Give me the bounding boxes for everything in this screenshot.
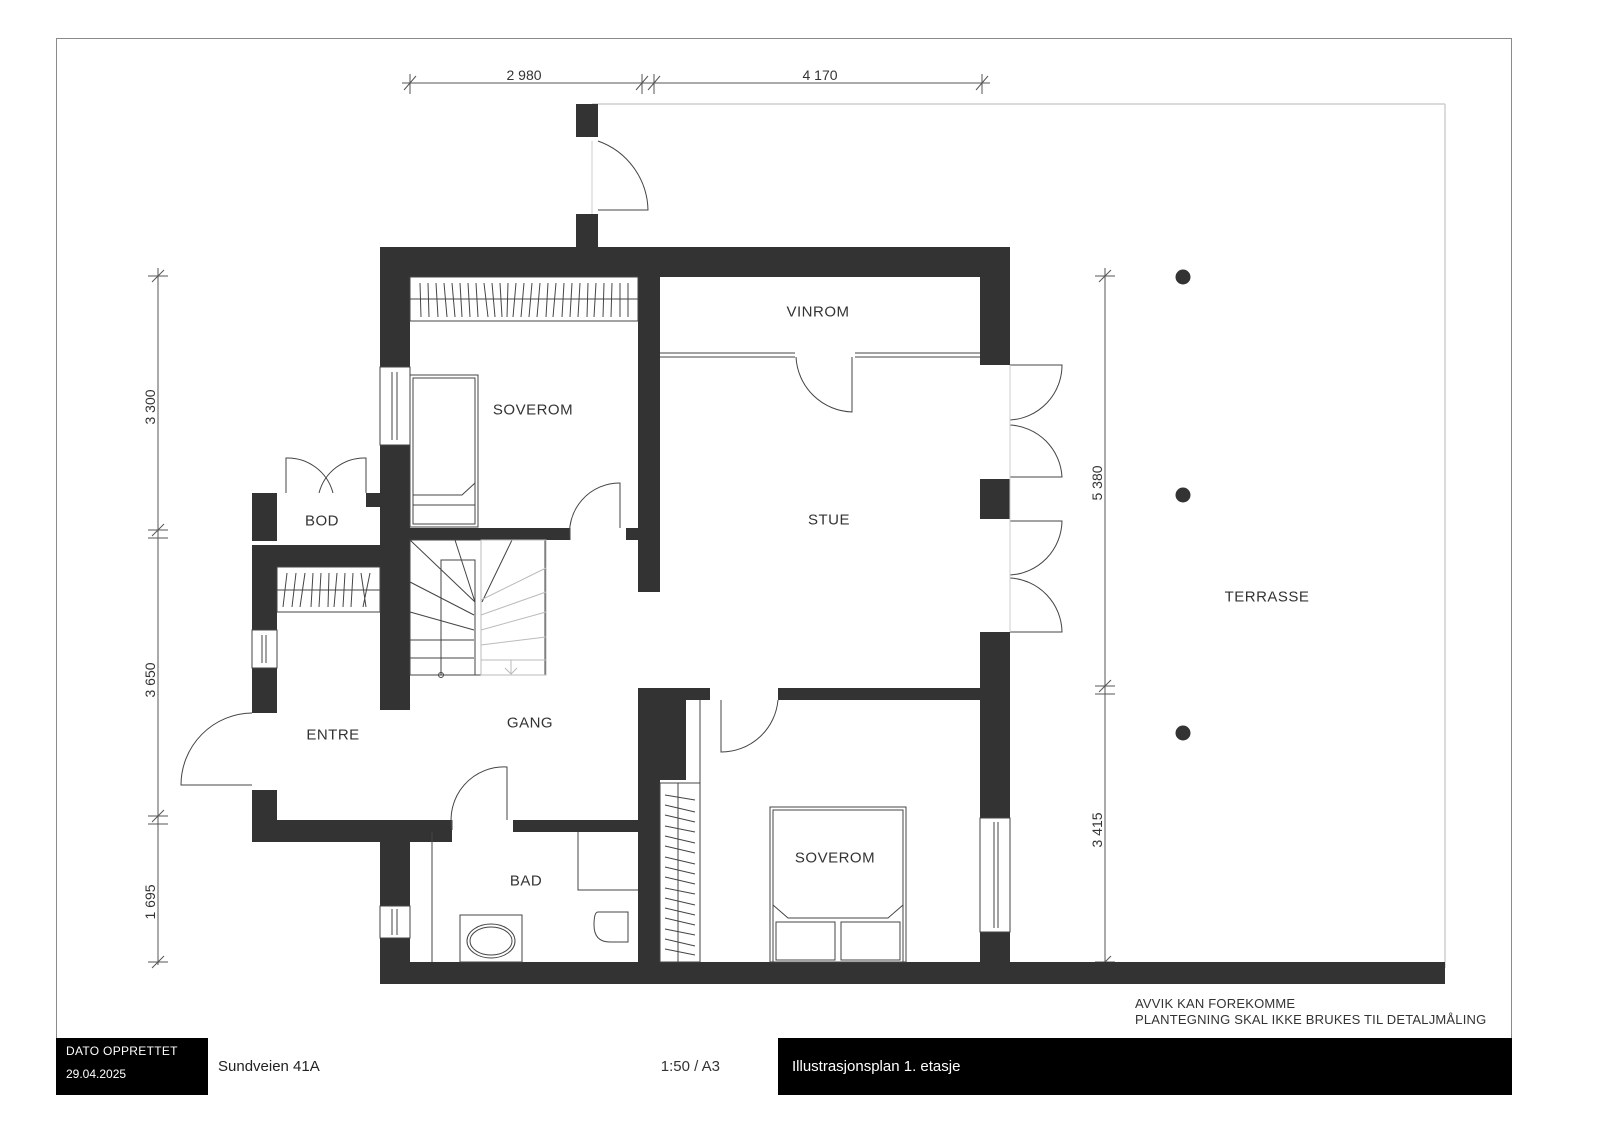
room-label-bod: BOD [304, 512, 340, 530]
disclaimer-line-2: PLANTEGNING SKAL IKKE BRUKES TIL DETALJM… [1135, 1012, 1487, 1027]
bathroom-fixtures [431, 832, 638, 963]
room-label-gang: GANG [506, 714, 554, 732]
dimension-right-2: 3 415 [1089, 812, 1105, 848]
vinrom-partition [660, 352, 980, 358]
walls [252, 104, 1445, 984]
room-label-stue: STUE [807, 511, 851, 529]
dimension-top-2: 4 170 [802, 67, 838, 83]
disclaimer: AVVIK KAN FOREKOMME PLANTEGNING SKAL IKK… [1135, 996, 1486, 1028]
room-label-soverom-2: SOVEROM [794, 849, 876, 867]
dimension-top-1: 2 980 [506, 67, 542, 83]
date-cell: DATO OPPRETTET 29.04.2025 [56, 1038, 208, 1095]
double-bed [769, 806, 907, 963]
plan-title: Illustrasjonsplan 1. etasje [792, 1058, 961, 1075]
doors [180, 140, 1063, 831]
dimension-left-2: 3 650 [142, 662, 158, 698]
project-name: Sundveien 41A [218, 1058, 320, 1075]
dimension-left-1: 3 300 [142, 389, 158, 425]
room-label-bad: BAD [509, 872, 543, 890]
date-label: DATO OPPRETTET [66, 1044, 178, 1058]
windows [251, 366, 1011, 939]
scale-value: 1:50 / A3 [660, 1058, 720, 1075]
dimension-left-3: 1 695 [142, 884, 158, 920]
room-label-entre: ENTRE [306, 726, 360, 744]
room-label-vinrom: VINROM [786, 303, 850, 321]
date-value: 29.04.2025 [66, 1067, 127, 1081]
room-label-terrasse: TERRASSE [1224, 588, 1310, 606]
dimension-right-1: 5 380 [1089, 465, 1105, 501]
staircase [409, 539, 546, 678]
title-block: DATO OPPRETTET 29.04.2025 Sundveien 41A … [56, 1038, 1512, 1095]
wardrobe-bod [276, 566, 381, 613]
staircase-upper [480, 539, 547, 676]
terrace-outline [592, 103, 1446, 968]
wardrobe-bedroom-2 [659, 700, 701, 963]
plan-title-cell: Illustrasjonsplan 1. etasje [778, 1038, 1512, 1095]
dimension-lines [148, 74, 1115, 969]
wardrobe [409, 276, 639, 322]
disclaimer-line-1: AVVIK KAN FOREKOMME [1135, 996, 1296, 1011]
terrace-posts [1175, 269, 1191, 741]
single-bed [409, 374, 479, 528]
project-cell: Sundveien 41A 1:50 / A3 [208, 1038, 778, 1095]
room-label-soverom-1: SOVEROM [492, 401, 574, 419]
